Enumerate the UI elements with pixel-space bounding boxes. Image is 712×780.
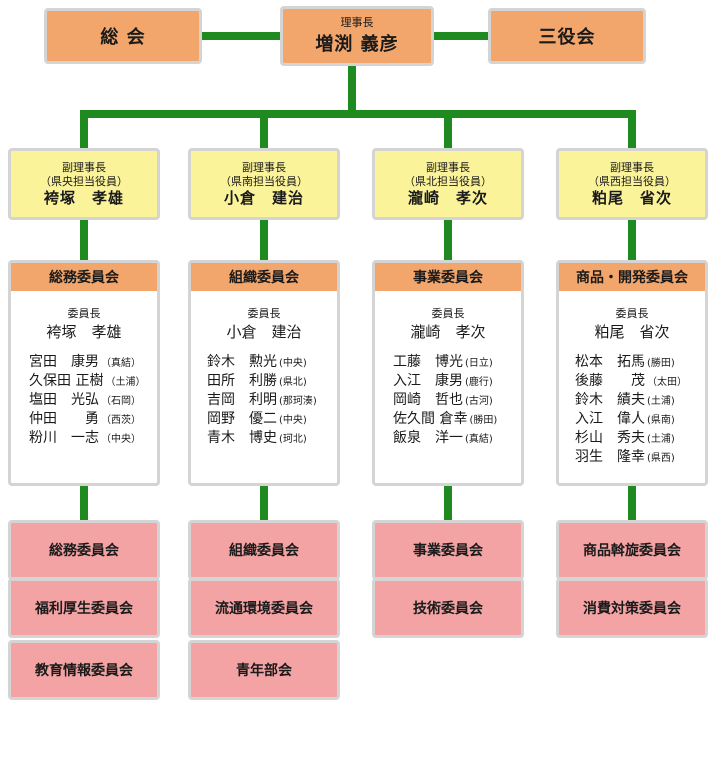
committee-chair-name: 瀧崎 孝次 (410, 323, 486, 341)
connector-com-2 (260, 484, 268, 524)
committee-head: 組織委員会 (191, 263, 337, 291)
committee-member: 後藤 茂（太田） (575, 373, 687, 389)
committee-member: 岡崎 哲也(古河) (393, 392, 493, 408)
committee-box-1: 総務委員会 委員長 袴塚 孝雄 宮田 康男（真結） 久保田 正樹（土浦） 塩田 … (8, 260, 160, 486)
committee-member: 入江 偉人(県南) (575, 411, 675, 427)
connector-horizontal (80, 110, 636, 118)
subcommittee-box: 流通環境委員会 (188, 578, 340, 638)
three-officers-box: 三役会 (488, 8, 646, 64)
committee-member: 田所 利勝(県北) (207, 373, 307, 389)
committee-chair-name: 粕尾 省次 (594, 323, 670, 341)
committee-chair-name: 袴塚 孝雄 (46, 323, 122, 341)
connector-vice-4 (628, 218, 636, 262)
committee-member: 佐久間 倉幸(勝田) (393, 411, 498, 427)
vice-chair-box-4: 副理事長 （県西担当役員） 粕尾 省次 (556, 148, 708, 220)
general-assembly-label: 総 会 (100, 27, 146, 48)
chairman-title: 理事長 (340, 16, 374, 29)
vice-chair-box-1: 副理事長 （県央担当役員） 袴塚 孝雄 (8, 148, 160, 220)
connector-drop-1 (80, 110, 88, 152)
committee-member: 粉川 一志（中央） (29, 430, 141, 446)
committee-chair-label: 委員長 (431, 307, 465, 320)
connector-chair-down (348, 62, 356, 114)
committee-member: 岡野 優二(中央) (207, 411, 307, 427)
general-assembly-box: 総 会 (44, 8, 202, 64)
vice-chair-name: 粕尾 省次 (591, 188, 672, 207)
connector-drop-4 (628, 110, 636, 152)
committee-chair-label: 委員長 (615, 307, 649, 320)
committee-member: 吉岡 利明(那珂湊) (207, 392, 317, 408)
committee-member: 羽生 隆幸(県西) (575, 449, 675, 465)
subcommittee-box: 技術委員会 (372, 578, 524, 638)
connector-drop-2 (260, 110, 268, 152)
connector-top-right (432, 32, 492, 40)
committee-member: 宮田 康男（真結） (29, 354, 141, 370)
subcommittee-box: 組織委員会 (188, 520, 340, 580)
connector-com-1 (80, 484, 88, 524)
committee-box-3: 事業委員会 委員長 瀧崎 孝次 工藤 博光(日立) 入江 康男(鹿行) 岡崎 哲… (372, 260, 524, 486)
committee-head: 事業委員会 (375, 263, 521, 291)
committee-member: 塩田 光弘（石岡） (29, 392, 141, 408)
vice-chair-box-2: 副理事長 （県南担当役員） 小倉 建治 (188, 148, 340, 220)
vice-chair-title: 副理事長 (242, 160, 286, 174)
subcommittee-box: 教育情報委員会 (8, 640, 160, 700)
subcommittee-box: 青年部会 (188, 640, 340, 700)
connector-com-3 (444, 484, 452, 524)
committee-member: 杉山 秀夫(土浦) (575, 430, 675, 446)
committee-chair-name: 小倉 建治 (226, 323, 302, 341)
connector-drop-3 (444, 110, 452, 152)
connector-vice-2 (260, 218, 268, 262)
vice-chair-role: （県西担当役員） (588, 174, 676, 188)
vice-chair-role: （県央担当役員） (40, 174, 128, 188)
subcommittee-box: 商品斡旋委員会 (556, 520, 708, 580)
chairman-name: 増渕 義彦 (315, 34, 399, 55)
committee-head: 総務委員会 (11, 263, 157, 291)
committee-box-4: 商品・開発委員会 委員長 粕尾 省次 松本 拓馬(勝田) 後藤 茂（太田） 鈴木… (556, 260, 708, 486)
committee-member: 工藤 博光(日立) (393, 354, 493, 370)
connector-vice-1 (80, 218, 88, 262)
committee-head: 商品・開発委員会 (559, 263, 705, 291)
subcommittee-box: 事業委員会 (372, 520, 524, 580)
subcommittee-box: 消費対策委員会 (556, 578, 708, 638)
vice-chair-title: 副理事長 (426, 160, 470, 174)
connector-top-left (200, 32, 284, 40)
vice-chair-title: 副理事長 (62, 160, 106, 174)
three-officers-label: 三役会 (538, 27, 596, 48)
committee-member: 飯泉 洋一(真結) (393, 430, 493, 446)
subcommittee-box: 総務委員会 (8, 520, 160, 580)
committee-chair-label: 委員長 (67, 307, 101, 320)
connector-vice-3 (444, 218, 452, 262)
committee-box-2: 組織委員会 委員長 小倉 建治 鈴木 勲光(中央) 田所 利勝(県北) 吉岡 利… (188, 260, 340, 486)
committee-member: 鈴木 勲光(中央) (207, 354, 307, 370)
committee-member: 松本 拓馬(勝田) (575, 354, 675, 370)
committee-member: 青木 博史(珂北) (207, 430, 307, 446)
vice-chair-role: （県南担当役員） (220, 174, 308, 188)
committee-member: 入江 康男(鹿行) (393, 373, 493, 389)
committee-member: 仲田 勇（西茨） (29, 411, 141, 427)
committee-member: 久保田 正樹（土浦） (29, 373, 146, 389)
vice-chair-role: （県北担当役員） (404, 174, 492, 188)
subcommittee-box: 福利厚生委員会 (8, 578, 160, 638)
chairman-box: 理事長 増渕 義彦 (280, 6, 434, 66)
committee-member: 鈴木 績夫(土浦) (575, 392, 675, 408)
vice-chair-name: 小倉 建治 (223, 188, 304, 207)
vice-chair-name: 瀧崎 孝次 (407, 188, 488, 207)
vice-chair-box-3: 副理事長 （県北担当役員） 瀧崎 孝次 (372, 148, 524, 220)
vice-chair-title: 副理事長 (610, 160, 654, 174)
vice-chair-name: 袴塚 孝雄 (43, 188, 124, 207)
committee-chair-label: 委員長 (247, 307, 281, 320)
connector-com-4 (628, 484, 636, 524)
